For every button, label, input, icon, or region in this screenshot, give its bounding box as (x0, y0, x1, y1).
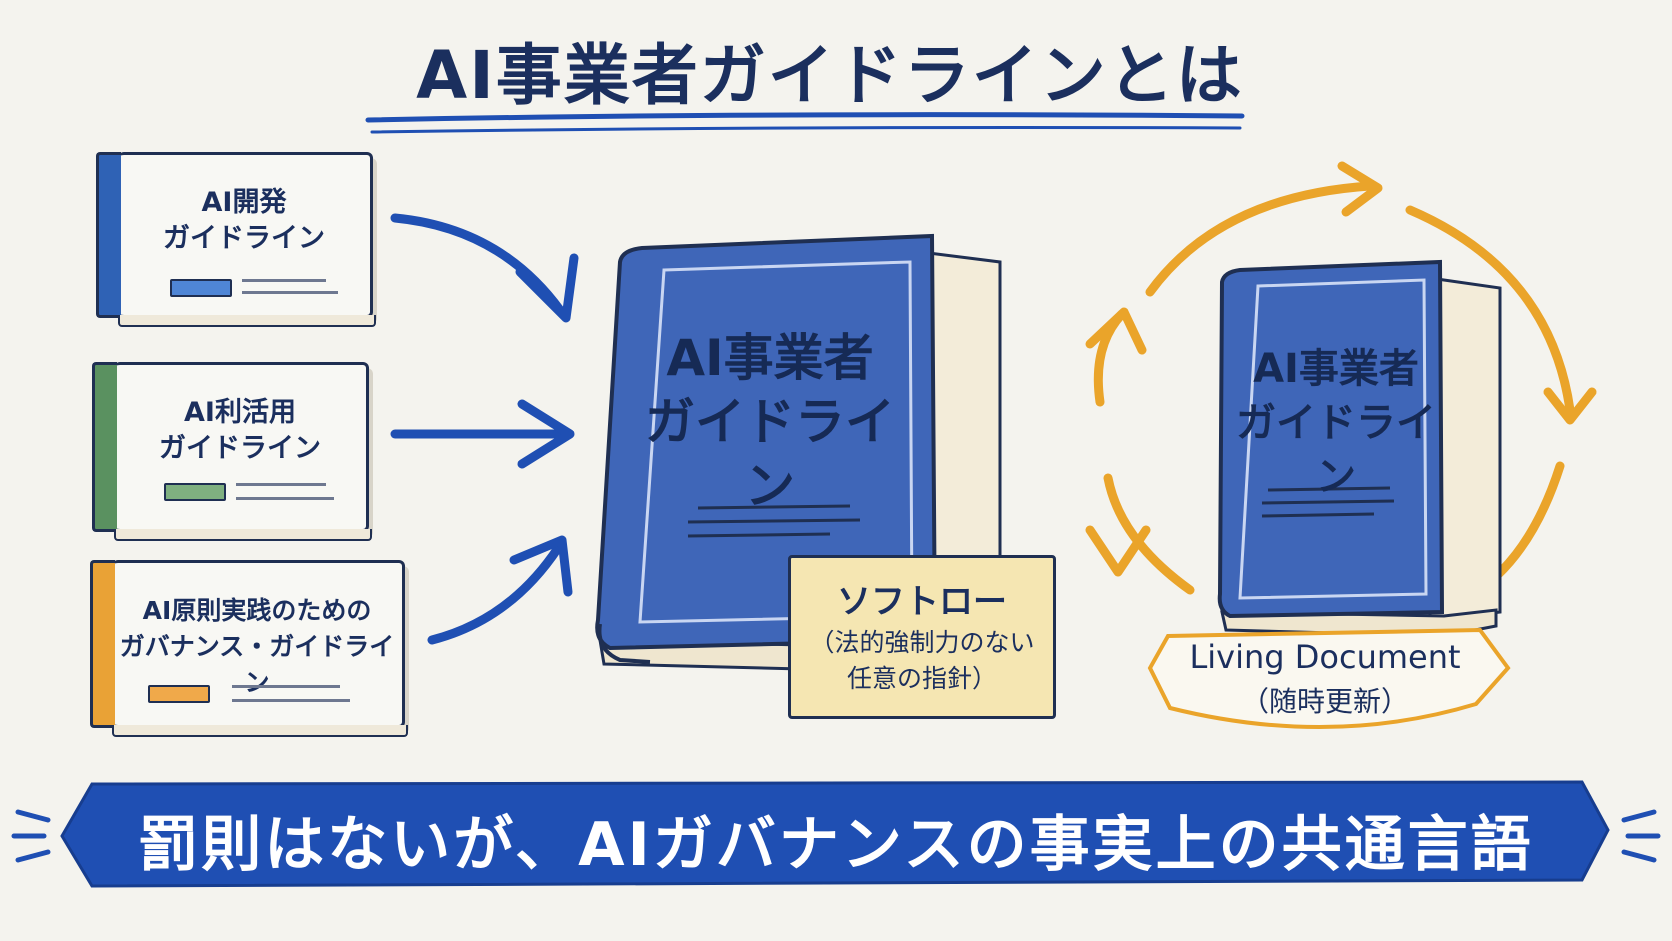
book-line (232, 685, 340, 688)
book-pages (112, 725, 408, 737)
page-title: AI事業者ガイドラインとは (416, 37, 1244, 114)
book-pages (118, 315, 376, 327)
bottom-banner (60, 780, 1610, 888)
living-document-label: Living Document （随時更新） (1170, 638, 1480, 720)
main-book-title: AI事業者 ガイドライン (645, 329, 895, 515)
arrow-middle-head (517, 399, 575, 469)
book-pages (114, 529, 372, 541)
source-book-governance: AI原則実践のための ガバナンス・ガイドライン (90, 560, 408, 737)
source-book-label: AI利活用 ガイドライン (159, 397, 321, 464)
book-line (236, 483, 326, 486)
book-spine (92, 362, 117, 532)
source-book-label: AI原則実践のための ガバナンス・ガイドライン (119, 596, 395, 697)
source-book-ai-development: AI開発 ガイドライン (96, 152, 376, 327)
title-underline-2 (370, 126, 1242, 134)
book-chip (164, 483, 226, 501)
book-chip (148, 685, 210, 703)
arrow-top (390, 213, 565, 315)
book-chip (170, 279, 232, 297)
title-underline (365, 112, 1245, 123)
banner-accents (11, 809, 1661, 863)
living-book-title: AI事業者 ガイドライン (1236, 346, 1436, 500)
soft-law-description: （法的強制力のない 任意の指針） (809, 628, 1035, 693)
merge-arrows (390, 213, 579, 645)
living-document-title: Living Document (1189, 638, 1461, 676)
banner-text: 罰則はないが、AIガバナンスの事実上の共通言語 (138, 810, 1534, 880)
book-line (242, 291, 338, 294)
living-document-subtitle: （随時更新） (1240, 685, 1409, 718)
book-line (232, 699, 350, 702)
living-book-illustration (1217, 259, 1502, 638)
soft-law-title: ソフトロー (837, 582, 1007, 622)
source-book-label: AI開発 ガイドライン (163, 187, 325, 254)
arrow-top-head (515, 253, 579, 323)
arrow-bottom-head (509, 535, 573, 597)
book-spine (96, 152, 121, 318)
arrow-bottom (427, 543, 563, 645)
living-ribbon (1147, 627, 1511, 729)
book-spine (90, 560, 115, 728)
book-line (236, 497, 334, 500)
soft-law-note: ソフトロー （法的強制力のない 任意の指針） (788, 555, 1056, 719)
book-line (242, 279, 326, 282)
source-book-ai-utilization: AI利活用 ガイドライン (92, 362, 372, 541)
